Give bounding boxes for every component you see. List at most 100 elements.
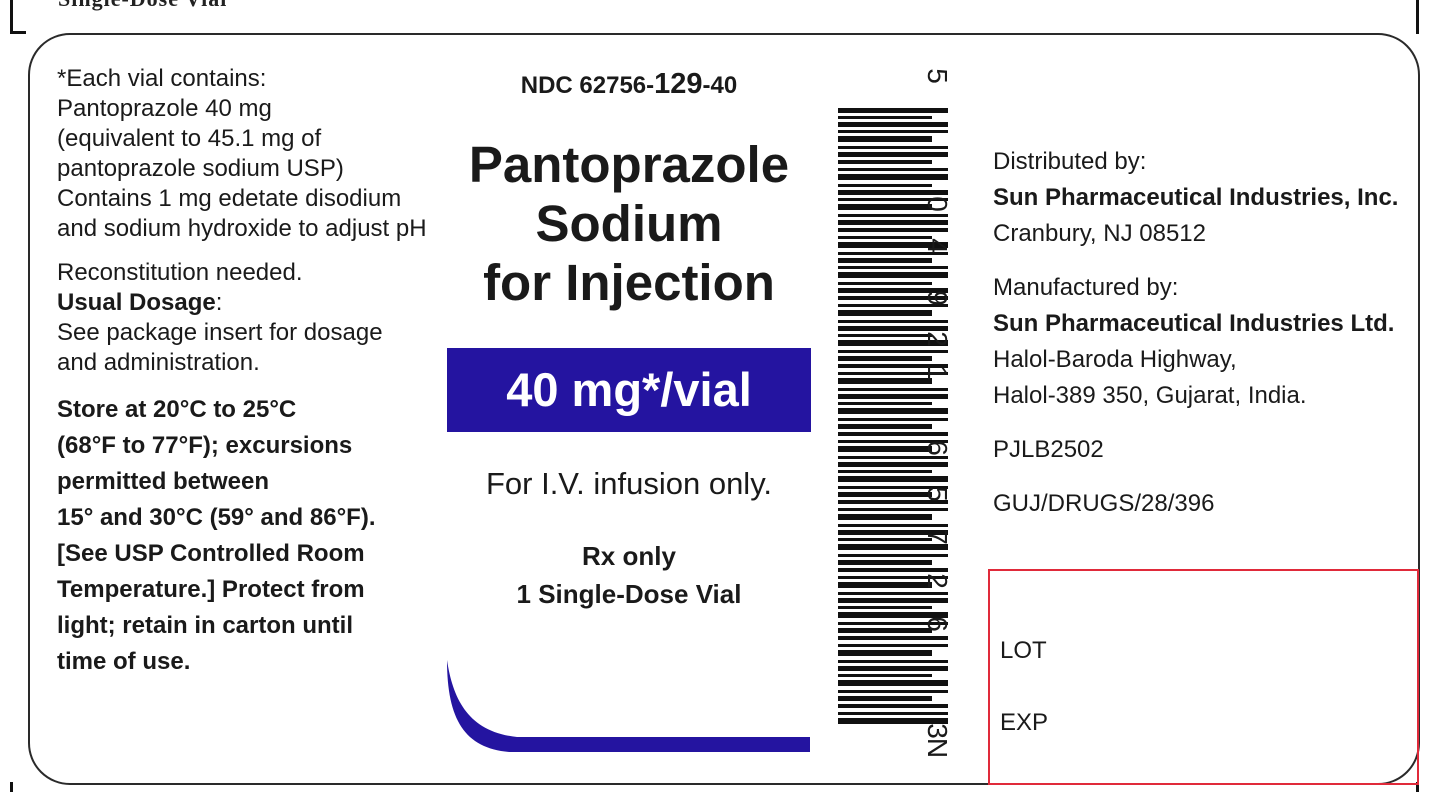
barcode-digit: 6 bbox=[922, 616, 953, 632]
barcode-bar bbox=[838, 320, 948, 323]
barcode-digit: 4 bbox=[922, 238, 953, 254]
crop-mark-top-left-h bbox=[10, 31, 26, 34]
distributed-label: Distributed by: bbox=[993, 148, 1147, 175]
crop-mark-top-left-v bbox=[10, 0, 13, 34]
barcode-bar bbox=[838, 214, 948, 217]
barcode-bar bbox=[838, 680, 948, 686]
barcode-bar bbox=[838, 334, 932, 337]
barcode-digit: 6 bbox=[922, 440, 953, 456]
barcode-bar bbox=[838, 130, 948, 133]
storage-line: 15° and 30°C (59° and 86°F). bbox=[57, 504, 376, 531]
barcode-bar bbox=[838, 538, 932, 541]
barcode-bar bbox=[838, 282, 932, 285]
barcode-bar bbox=[838, 108, 948, 113]
rx-only: Rx only bbox=[582, 541, 676, 572]
barcode-bar bbox=[838, 364, 948, 368]
barcode-bar bbox=[838, 470, 932, 473]
barcode-bar bbox=[838, 152, 948, 157]
ndc-prefix: NDC 62756- bbox=[520, 72, 655, 99]
barcode-digit: 5 bbox=[922, 68, 953, 84]
barcode-bar bbox=[838, 462, 948, 467]
crop-mark-bottom-right bbox=[1416, 782, 1419, 792]
barcode-bar bbox=[838, 486, 948, 489]
barcode-bar bbox=[838, 340, 948, 346]
lot-label: LOT bbox=[1000, 637, 1047, 664]
distributor-address: Cranbury, NJ 08512 bbox=[993, 220, 1206, 247]
manufacturer-name: Sun Pharmaceutical Industries Ltd. bbox=[993, 310, 1395, 337]
barcode-bar bbox=[838, 606, 932, 609]
barcode-bar bbox=[838, 372, 948, 375]
barcode-bar bbox=[838, 198, 948, 201]
product-name-line: Pantoprazole bbox=[468, 136, 790, 193]
top-cut-text: Single-Dose Vial bbox=[58, 0, 227, 12]
barcode-bar bbox=[838, 622, 948, 625]
barcode-bar bbox=[838, 402, 932, 405]
barcode-bar bbox=[838, 432, 948, 436]
barcode-bar bbox=[838, 220, 948, 225]
usual-dosage-colon: : bbox=[215, 289, 223, 316]
barcode-bar bbox=[838, 704, 948, 708]
barcode-bar bbox=[838, 582, 932, 588]
barcode-bar bbox=[838, 554, 948, 557]
usual-dosage-heading: Usual Dosage: bbox=[57, 288, 437, 318]
distributor-name: Sun Pharmaceutical Industries, Inc. bbox=[993, 184, 1399, 211]
barcode-bar bbox=[838, 514, 932, 520]
storage-line: light; retain in carton until bbox=[57, 612, 353, 639]
barcode-bar bbox=[838, 424, 932, 429]
storage-line: time of use. bbox=[57, 648, 191, 675]
product-panel: NDC 62756-129-40 Pantoprazole Sodium for… bbox=[447, 60, 811, 614]
route-text: For I.V. infusion only. bbox=[485, 466, 773, 502]
barcode-bar bbox=[838, 146, 948, 149]
composition-line: *Each vial contains: bbox=[57, 65, 267, 92]
barcode-bar bbox=[838, 492, 932, 497]
barcode-bar bbox=[838, 190, 948, 195]
barcode-bar bbox=[838, 508, 948, 511]
composition-line: Pantoprazole 40 mg bbox=[57, 95, 272, 122]
storage-line: Temperature.] Protect from bbox=[57, 576, 365, 603]
exp-label: EXP bbox=[1000, 709, 1049, 736]
barcode-bar bbox=[838, 718, 948, 724]
product-code: PJLB2502 bbox=[993, 436, 1104, 463]
barcode-bar bbox=[838, 296, 948, 300]
crop-mark-bottom-left bbox=[10, 782, 13, 792]
barcode-bar bbox=[838, 168, 948, 171]
dosage-line: and administration. bbox=[57, 349, 260, 376]
barcode-bar bbox=[838, 476, 948, 482]
barcode-bar bbox=[838, 236, 932, 239]
license-number: GUJ/DRUGS/28/396 bbox=[993, 490, 1215, 517]
barcode-bar bbox=[838, 440, 948, 443]
usual-dosage-label: Usual Dosage bbox=[57, 289, 216, 316]
barcode-bar bbox=[838, 628, 932, 633]
barcode-bar bbox=[838, 356, 932, 361]
storage-line: [See USP Controlled Room bbox=[57, 540, 365, 567]
barcode-bar bbox=[838, 696, 932, 701]
composition-line: Contains 1 mg edetate disodium bbox=[57, 185, 402, 212]
swoosh-decoration bbox=[447, 660, 810, 752]
barcode-bar bbox=[838, 456, 948, 459]
barcode-bar bbox=[838, 418, 948, 421]
barcode-bar bbox=[838, 310, 932, 316]
barcode-bar bbox=[838, 592, 948, 595]
barcode-bar bbox=[838, 228, 948, 232]
barcode-bar bbox=[838, 350, 948, 353]
composition-panel: *Each vial contains: Pantoprazole 40 mg … bbox=[57, 64, 437, 680]
barcode-bar bbox=[838, 544, 948, 550]
barcode-bar bbox=[838, 408, 948, 414]
barcode-bar bbox=[838, 272, 948, 278]
lot-exp-box: LOT EXP bbox=[988, 569, 1419, 785]
barcode-bar bbox=[838, 258, 932, 263]
storage-line: Store at 20°C to 25°C bbox=[57, 396, 297, 423]
ndc-product: 129 bbox=[654, 68, 703, 100]
barcode-bar bbox=[838, 644, 948, 647]
storage-line: permitted between bbox=[57, 468, 270, 495]
product-name: Pantoprazole Sodium for Injection bbox=[447, 135, 811, 312]
product-name-line: Sodium bbox=[535, 195, 723, 253]
barcode-bar bbox=[838, 174, 948, 180]
barcode-bar bbox=[838, 660, 948, 663]
barcode-bar bbox=[838, 160, 932, 164]
manufacturer-address: Halol-389 350, Gujarat, India. bbox=[993, 382, 1307, 409]
barcode-bar bbox=[838, 446, 932, 452]
barcode-bar bbox=[838, 576, 948, 579]
rx-block: Rx only 1 Single-Dose Vial bbox=[447, 538, 811, 613]
